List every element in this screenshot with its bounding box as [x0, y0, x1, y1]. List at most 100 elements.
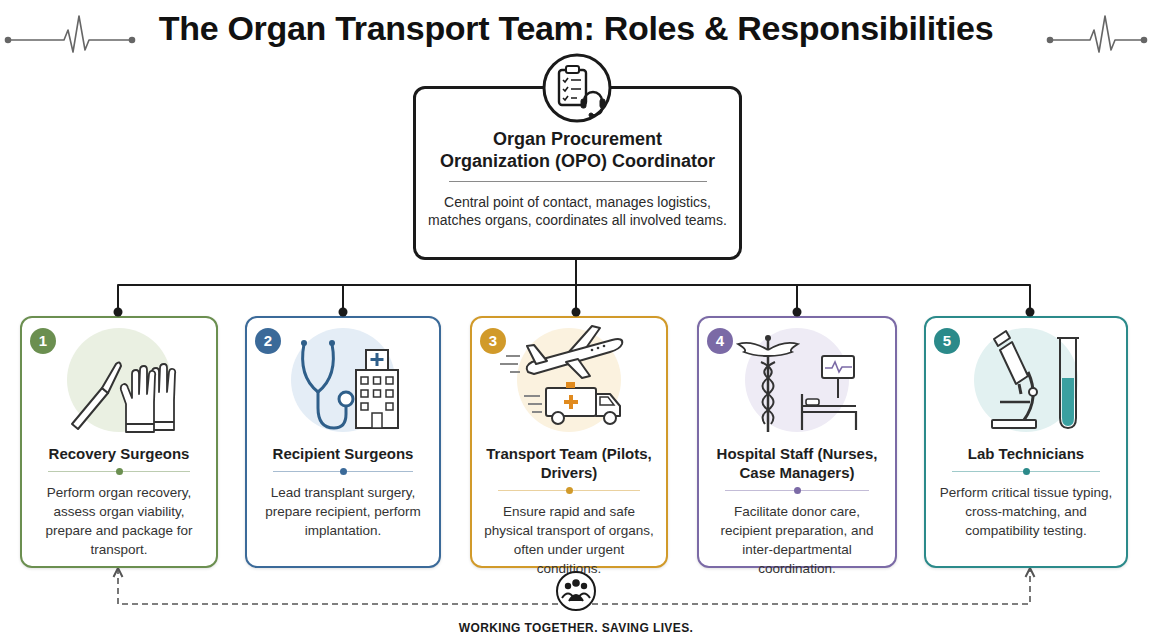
care-icon — [825, 362, 852, 372]
team-icon — [562, 594, 590, 599]
coordinator-icon — [589, 113, 593, 117]
care-icon — [765, 335, 771, 341]
care-icon — [767, 340, 770, 432]
hospital-icon — [339, 392, 353, 406]
diagram-title: The Organ Transport Team: Roles & Respon… — [0, 7, 1152, 49]
transport-icon — [500, 326, 622, 432]
connector-dot — [339, 308, 348, 317]
lab-icon — [1000, 342, 1028, 384]
surgery-icon — [141, 364, 175, 430]
hospital-icon — [356, 370, 398, 428]
hospital-icon — [361, 377, 368, 384]
tagline-label: WORKING TOGETHER. SAVING LIVES. — [376, 620, 776, 636]
team-icon — [581, 583, 587, 589]
transport-icon — [517, 328, 621, 432]
hospital-icon — [374, 390, 381, 397]
connector-dot — [572, 308, 581, 317]
care-icon — [822, 356, 854, 378]
transport-icon — [591, 345, 606, 352]
team-icon — [557, 572, 595, 610]
connector-dot — [793, 308, 802, 317]
callout-number: 4 — [707, 328, 733, 354]
hospital-icon — [372, 413, 382, 428]
connector-dot — [114, 308, 123, 317]
transport-icon — [600, 397, 614, 405]
hospital-icon — [361, 390, 368, 397]
connector-dot — [1026, 308, 1035, 317]
connector-line — [118, 260, 576, 316]
transport-icon — [597, 347, 600, 350]
care-icon — [837, 378, 839, 398]
role-heading: Recovery Surgeons — [30, 444, 208, 472]
care-icon — [763, 362, 776, 424]
team-icon — [572, 579, 580, 587]
lab-icon — [1019, 384, 1021, 394]
transport-icon — [564, 395, 578, 409]
role-card: 4Hospital Staff (Nurses, Case Managers)F… — [697, 316, 897, 568]
surgery-icon — [121, 366, 155, 432]
ecg-line — [130, 38, 135, 43]
role-description: Lead transplant surgery, prepare recipie… — [255, 483, 431, 540]
coordinator-icon — [544, 55, 610, 121]
coordinator-icon — [581, 99, 586, 108]
ecg-line — [1142, 38, 1147, 43]
callout-number: 5 — [934, 328, 960, 354]
team-icon — [557, 572, 595, 610]
transport-icon — [524, 396, 542, 412]
hospital-icon — [291, 328, 395, 432]
hospital-icon — [361, 403, 368, 410]
coordinator-icon — [592, 108, 602, 115]
ecg-line — [6, 16, 1147, 52]
transport-icon — [566, 382, 575, 388]
coordinator-icon — [566, 66, 579, 73]
hospital-icon — [301, 340, 307, 346]
role-card: 5Lab TechniciansPerform critical tissue … — [924, 316, 1128, 568]
care-icon — [768, 343, 798, 356]
surgery-icon — [102, 362, 121, 393]
transport-icon — [500, 356, 520, 372]
transport-icon — [566, 359, 590, 378]
coordinator-icon — [544, 55, 610, 121]
transport-icon — [527, 339, 623, 374]
callout-number: 3 — [480, 328, 506, 354]
role-card: 3Transport Team (Pilots, Drivers)Ensure … — [470, 316, 668, 568]
lab-icon — [994, 331, 1010, 346]
lab-icon — [1000, 401, 1030, 404]
coordinator-icon — [559, 70, 586, 105]
hospital-icon — [361, 377, 393, 428]
coordinator-icon — [600, 99, 605, 108]
connector-dot — [114, 308, 1035, 317]
hospital-icon — [318, 392, 346, 428]
hospital-icon — [386, 377, 393, 384]
lab-icon — [1024, 372, 1033, 420]
transport-icon — [596, 394, 620, 416]
role-heading: Recipient Surgeons — [255, 444, 431, 472]
surgery-icon — [67, 328, 175, 432]
ecg-line — [8, 16, 132, 52]
care-icon — [806, 399, 819, 405]
hospital-icon — [366, 350, 388, 370]
lab-icon — [992, 420, 1036, 428]
lab-icon — [974, 328, 1079, 432]
hospital-icon — [386, 390, 393, 397]
lab-icon — [1062, 378, 1074, 426]
coordinator-icon — [584, 92, 602, 101]
surgery-icon — [121, 366, 155, 432]
hub-box: Organ Procurement Organization (OPO) Coo… — [413, 86, 742, 260]
team-icon — [569, 595, 583, 601]
hospital-icon — [374, 377, 381, 384]
hospital-icon — [303, 344, 334, 392]
ecg-line — [1050, 16, 1144, 52]
hospital-icon — [291, 328, 398, 432]
transport-icon — [568, 326, 600, 353]
care-icon — [745, 328, 849, 432]
hub-heading: Organ Procurement Organization (OPO) Coo… — [437, 128, 719, 182]
lab-icon — [1029, 388, 1037, 396]
connector-line — [576, 260, 1030, 316]
transport-icon — [552, 412, 564, 424]
care-icon — [738, 328, 856, 432]
transport-icon — [603, 345, 606, 348]
connector-line — [343, 260, 576, 316]
